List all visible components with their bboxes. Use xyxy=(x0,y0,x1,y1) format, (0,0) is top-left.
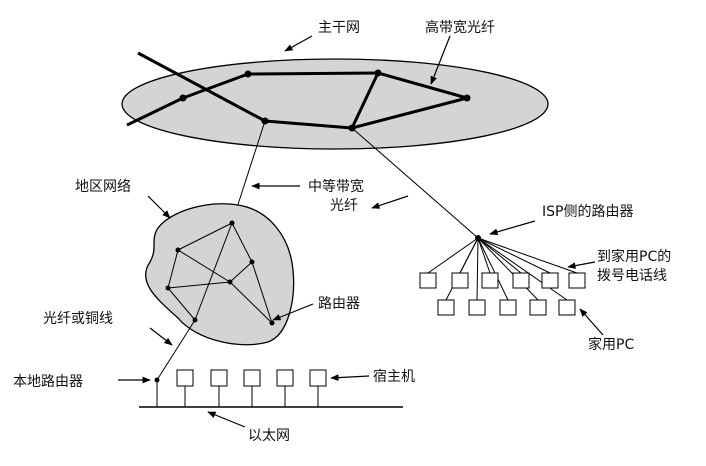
home-pc xyxy=(437,299,455,316)
home-pc xyxy=(568,272,586,289)
label-host: 宿主机 xyxy=(373,368,415,385)
label-medium-fiber-2: 光纤 xyxy=(330,198,358,214)
host-2 xyxy=(210,369,228,407)
host-3 xyxy=(243,369,261,407)
label-high-bandwidth-fiber: 高带宽光纤 xyxy=(425,19,495,36)
ethernet-hosts xyxy=(176,369,327,407)
home-pc xyxy=(481,272,499,289)
home-pc xyxy=(451,272,469,289)
annotation-arrows xyxy=(118,35,604,428)
home-pc xyxy=(541,272,559,289)
label-local-router: 本地路由器 xyxy=(13,374,83,390)
host-4 xyxy=(276,369,294,407)
label-regional-network: 地区网络 xyxy=(75,179,131,195)
home-pc xyxy=(512,272,530,289)
host-1 xyxy=(176,369,194,407)
backbone-links xyxy=(126,51,468,130)
home-pc xyxy=(499,299,517,316)
label-dialup-1: 到家用PC的 xyxy=(597,248,671,265)
medium-fiber-line-right xyxy=(351,127,479,239)
home-pc xyxy=(468,299,486,316)
label-backbone: 主干网 xyxy=(318,20,360,36)
label-router: 路由器 xyxy=(318,296,360,312)
home-pcs xyxy=(419,272,586,316)
label-fiber-or-copper: 光纤或铜线 xyxy=(43,311,113,327)
host-5 xyxy=(309,369,327,407)
label-medium-fiber-1: 中等带宽 xyxy=(308,178,364,195)
label-isp-router: ISP侧的路由器 xyxy=(542,204,633,220)
local-uplink-line xyxy=(156,319,196,381)
label-dialup-2: 拨号电话线 xyxy=(597,268,667,284)
home-pc xyxy=(529,299,547,316)
dialup-lines xyxy=(427,237,578,301)
home-pc xyxy=(419,272,437,289)
regional-links xyxy=(167,222,273,324)
regional-network-region xyxy=(144,203,295,346)
label-ethernet: 以太网 xyxy=(248,428,290,444)
label-home-pc: 家用PC xyxy=(588,336,634,353)
home-pc xyxy=(558,299,576,316)
backbone-routers xyxy=(179,69,471,132)
